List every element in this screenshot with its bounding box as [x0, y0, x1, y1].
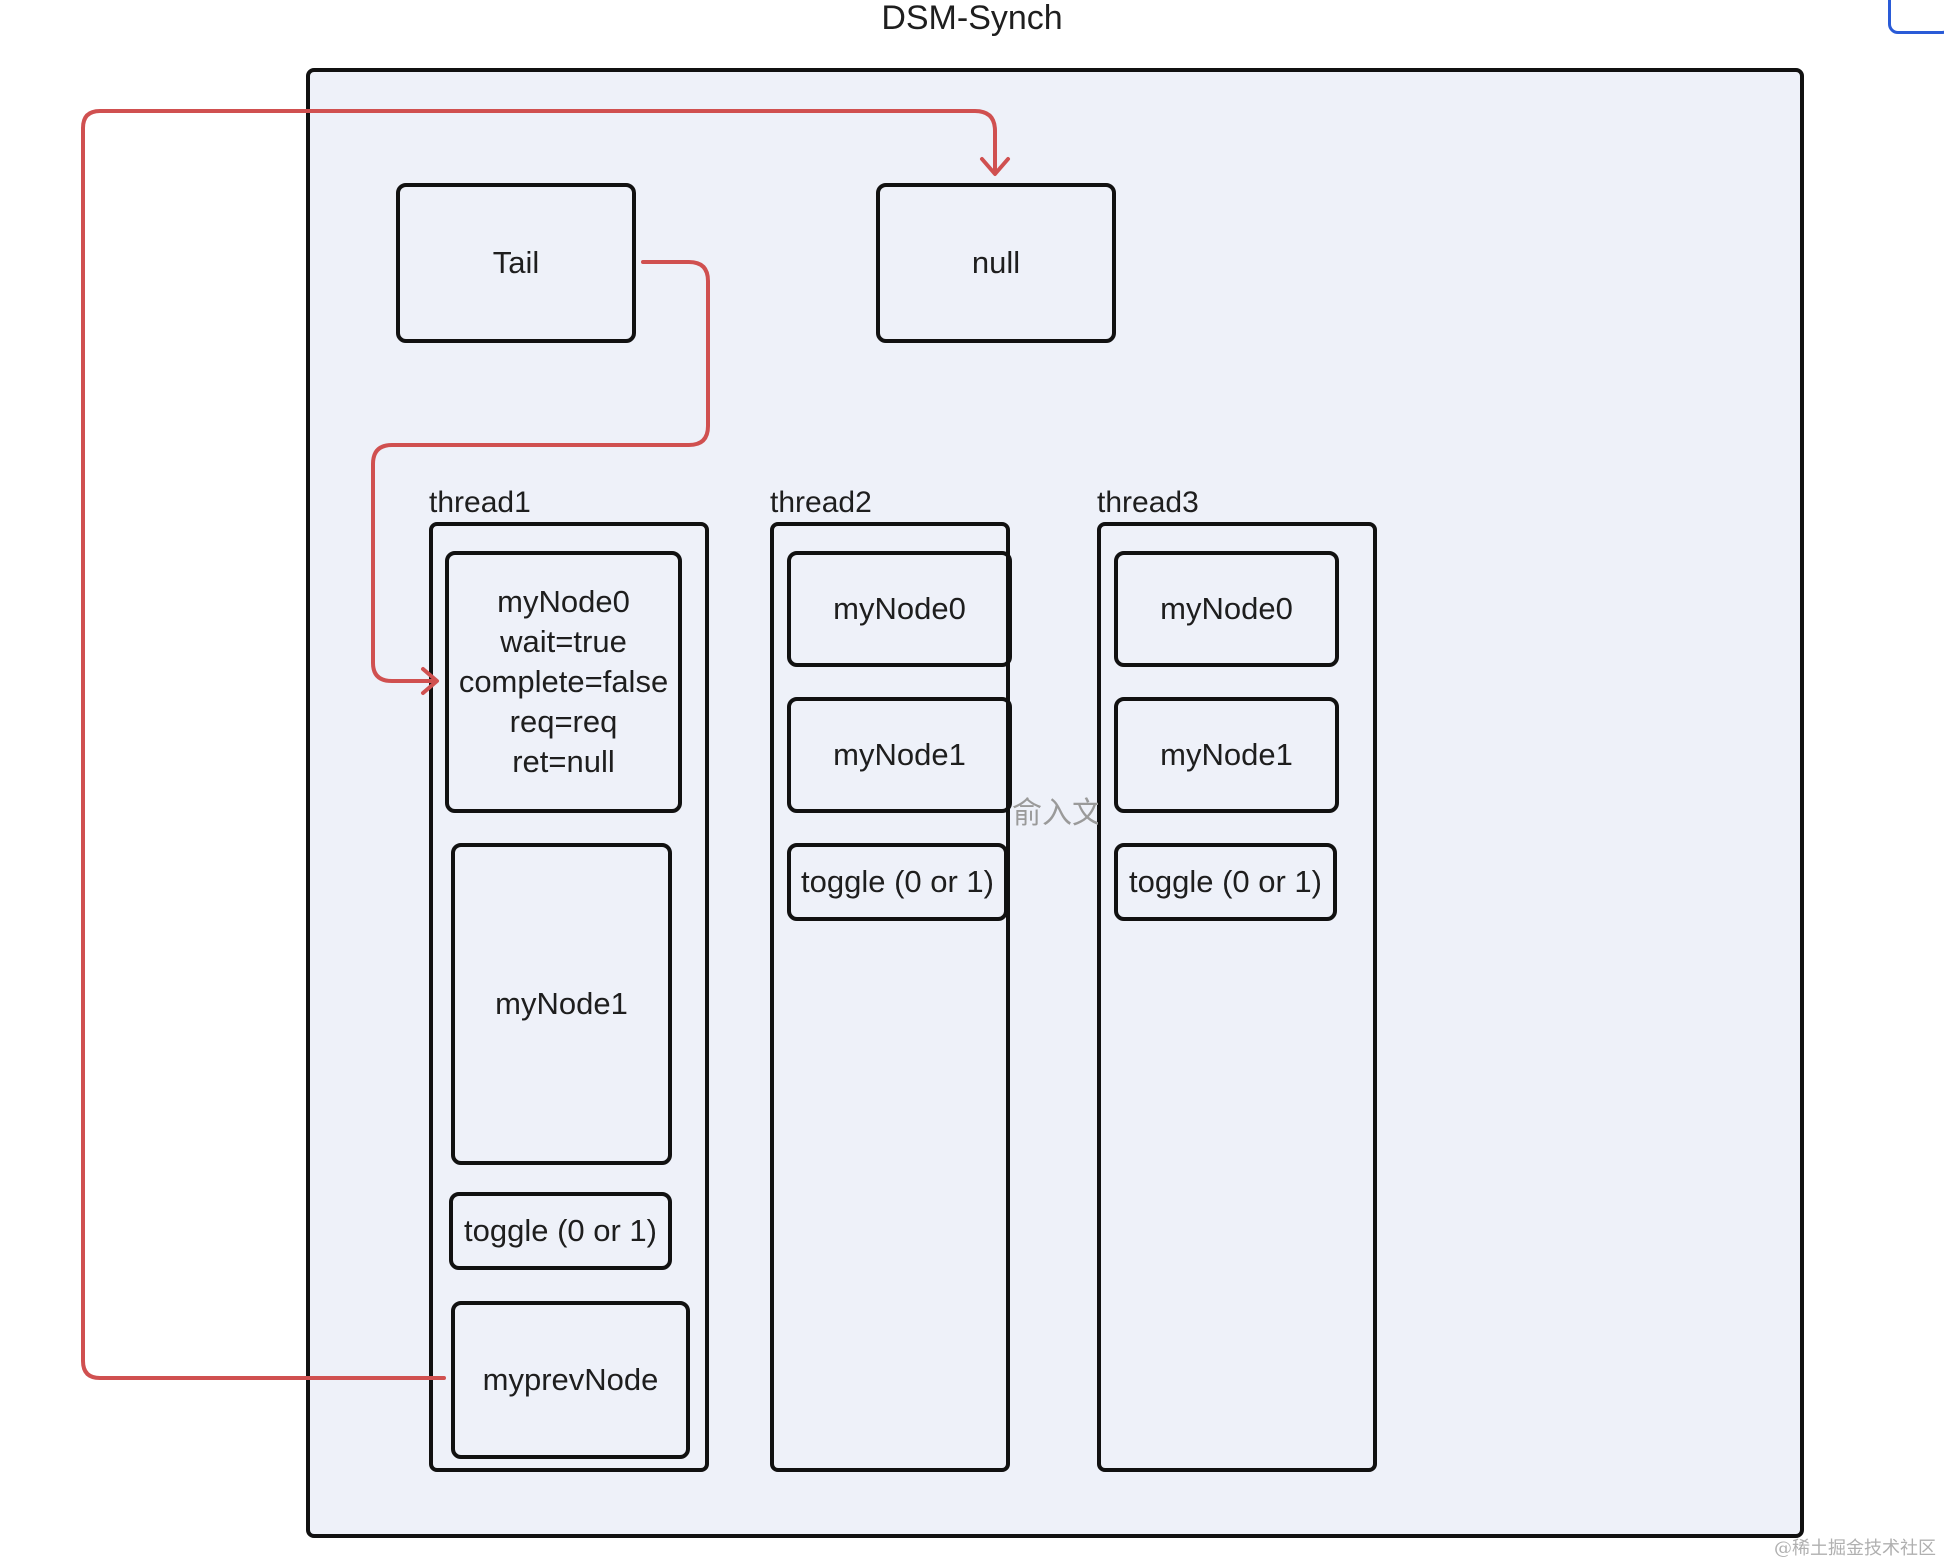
thread3-mynode1-label: myNode1 — [1160, 737, 1293, 772]
thread1-mynode1-label: myNode1 — [495, 986, 628, 1021]
mynode0-line-wait: wait=true — [500, 624, 627, 659]
mynode0-line-complete: complete=false — [458, 664, 669, 699]
thread1-myprevnode-label: myprevNode — [482, 1362, 659, 1397]
mynode0-line-req: req=req — [509, 704, 618, 739]
mynode0-line-ret: ret=null — [512, 744, 615, 779]
thread3-toggle[interactable]: toggle (0 or 1) — [1114, 843, 1337, 921]
placeholder-text: 俞入文本 — [1012, 797, 1098, 828]
corner-button[interactable] — [1888, 0, 1944, 34]
thread3-mynode0[interactable]: myNode0 — [1114, 551, 1339, 667]
thread1-mynode1[interactable]: myNode1 — [451, 843, 672, 1165]
thread3-mynode0-label: myNode0 — [1160, 591, 1293, 626]
thread2-mynode0-label: myNode0 — [833, 591, 966, 626]
tail-label: Tail — [492, 245, 540, 280]
thread3-column — [1097, 522, 1377, 1472]
thread3-mynode1[interactable]: myNode1 — [1114, 697, 1339, 813]
thread2-toggle-label: toggle (0 or 1) — [801, 864, 994, 899]
thread2-toggle[interactable]: toggle (0 or 1) — [787, 843, 1008, 921]
thread2-mynode1[interactable]: myNode1 — [787, 697, 1012, 813]
watermark: @稀土掘金技术社区 — [1774, 1538, 1936, 1559]
mynode0-line-name: myNode0 — [497, 584, 630, 619]
thread2-label: thread2 — [770, 486, 872, 519]
thread1-label: thread1 — [429, 486, 531, 519]
thread1-myprevnode[interactable]: myprevNode — [451, 1301, 690, 1459]
thread1-mynode0[interactable]: myNode0 wait=true complete=false req=req… — [445, 551, 682, 813]
thread3-toggle-label: toggle (0 or 1) — [1129, 864, 1322, 899]
thread2-mynode1-label: myNode1 — [833, 737, 966, 772]
diagram-title: DSM-Synch — [881, 0, 1063, 37]
thread2-mynode0[interactable]: myNode0 — [787, 551, 1012, 667]
thread1-toggle-label: toggle (0 or 1) — [464, 1213, 657, 1248]
thread1-toggle[interactable]: toggle (0 or 1) — [449, 1192, 672, 1270]
null-label: null — [971, 245, 1021, 280]
tail-node[interactable]: Tail — [396, 183, 636, 343]
null-node[interactable]: null — [876, 183, 1116, 343]
thread3-label: thread3 — [1097, 486, 1199, 519]
